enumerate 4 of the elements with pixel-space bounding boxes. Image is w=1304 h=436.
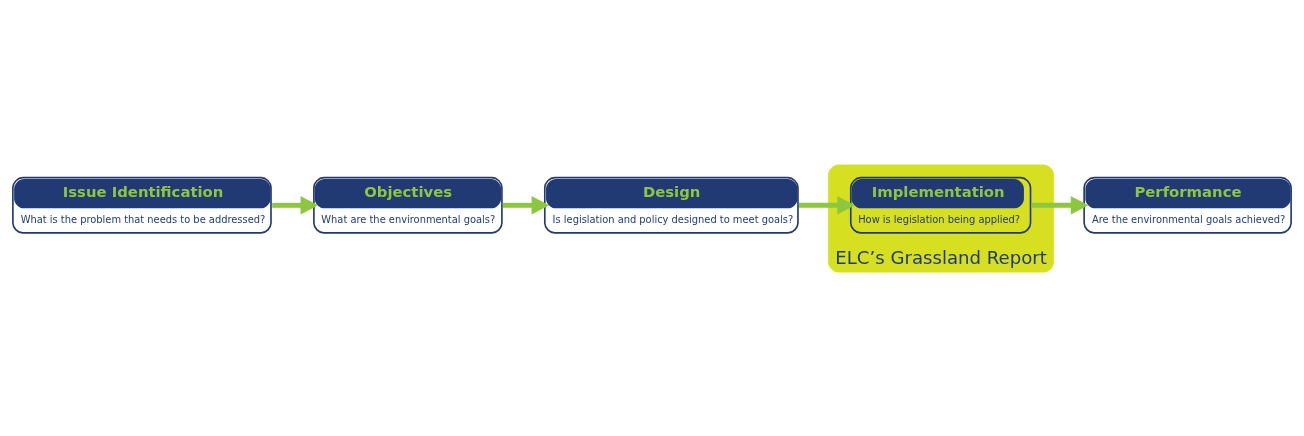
arrow xyxy=(272,195,319,215)
arrow xyxy=(798,195,856,215)
arrow xyxy=(1031,195,1089,215)
arrow xyxy=(502,195,550,215)
